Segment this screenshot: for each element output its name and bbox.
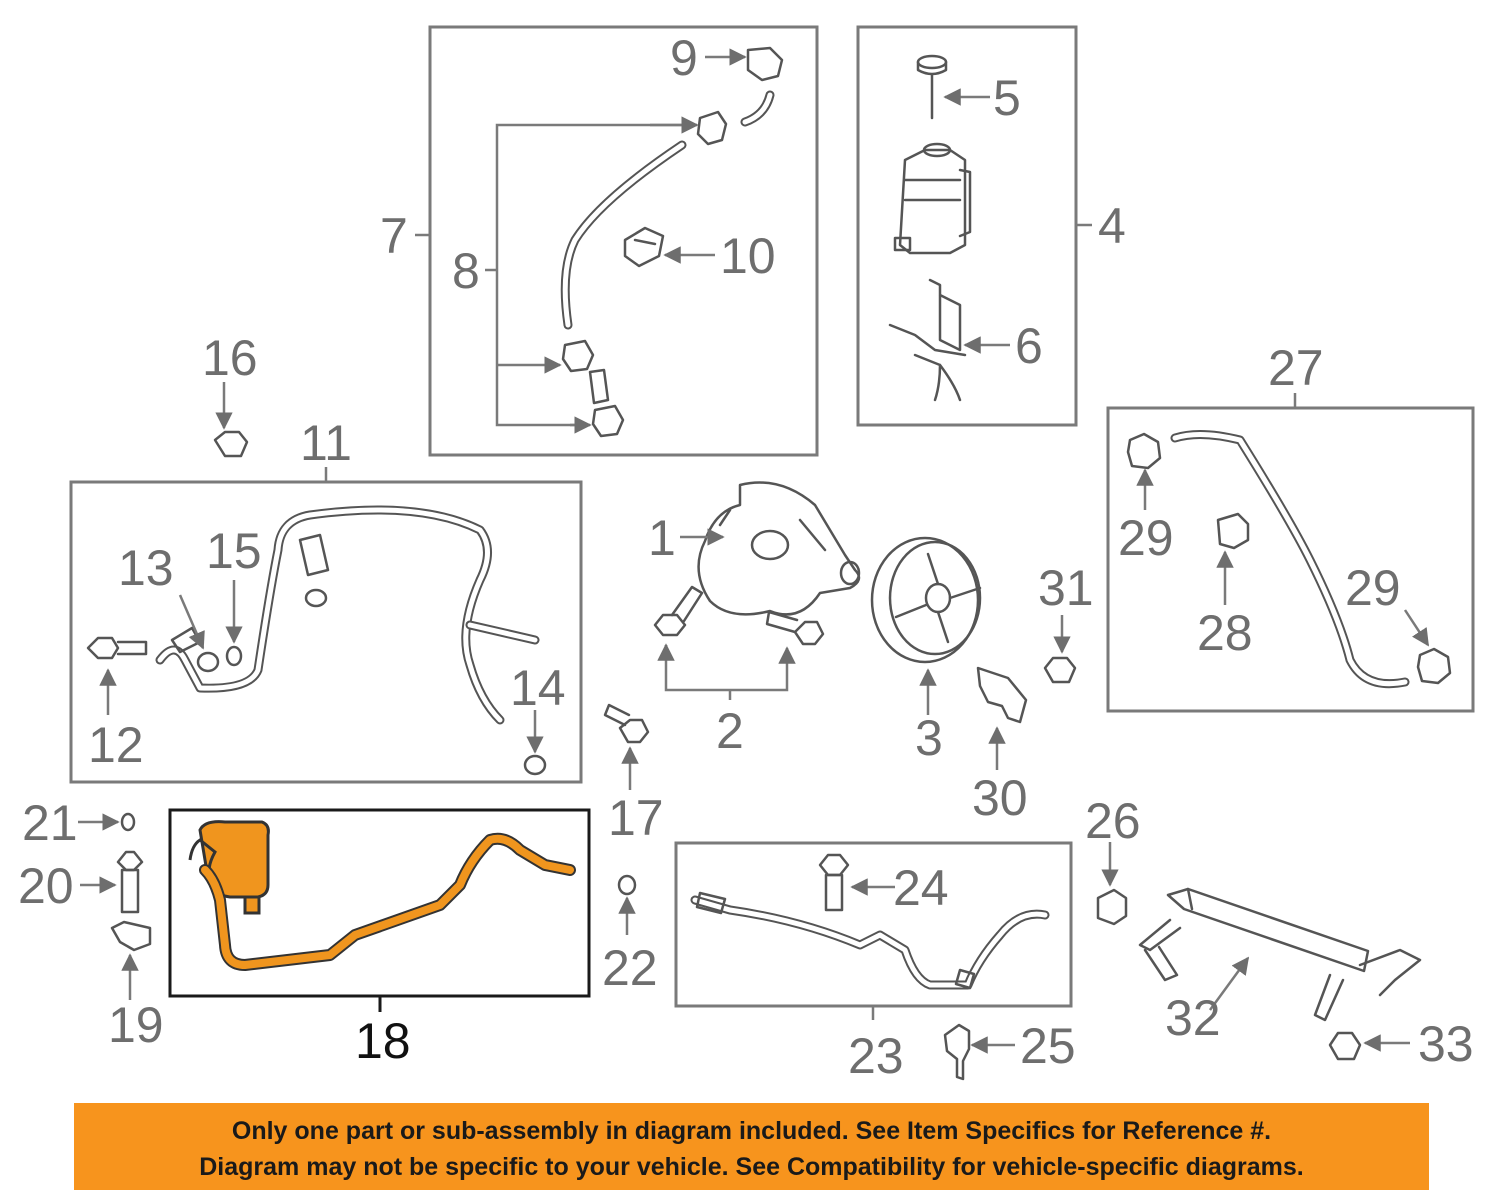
- callout-1: 1: [648, 510, 676, 566]
- callout-8: 8: [452, 243, 480, 299]
- hose-9-icon: [740, 46, 784, 127]
- callout-16: 16: [202, 330, 258, 386]
- callout-15: 15: [206, 523, 262, 579]
- group-27-box: [1106, 406, 1475, 713]
- bolt-17-icon: [603, 703, 650, 744]
- callout-26: 26: [1085, 793, 1141, 849]
- bolt-24-icon: [818, 853, 850, 912]
- pump-icon: [697, 481, 861, 616]
- callout-17: 17: [608, 790, 664, 846]
- callout-11: 11: [300, 415, 352, 471]
- callout-20: 20: [18, 858, 74, 914]
- disclaimer-line-1: Only one part or sub-assembly in diagram…: [231, 1117, 1272, 1145]
- bracket-10-icon: [623, 226, 665, 268]
- callout-12: 12: [88, 717, 144, 773]
- callout-3: 3: [915, 710, 943, 766]
- callout-33: 33: [1418, 1016, 1474, 1072]
- callout-2: 2: [716, 703, 744, 759]
- callout-13: 13: [118, 540, 174, 596]
- oring-22-icon: [617, 874, 637, 896]
- parts-diagram: 7 8 9 10 4 5: [18, 25, 1475, 1084]
- oring-14-icon: [523, 754, 547, 776]
- oring-13-icon: [196, 651, 220, 673]
- hose-23-icon: [690, 891, 1050, 990]
- clip-19-icon: [110, 920, 152, 952]
- callout-23: 23: [848, 1028, 904, 1084]
- callout-25: 25: [1020, 1018, 1076, 1074]
- callout-10: 10: [720, 228, 776, 284]
- callout-14: 14: [510, 660, 566, 716]
- callout-29b: 29: [1345, 560, 1401, 616]
- callout-29a: 29: [1118, 510, 1174, 566]
- hose-27-icon: [1170, 429, 1410, 689]
- callout-24: 24: [893, 860, 949, 916]
- callout-32: 32: [1165, 990, 1221, 1046]
- oring-21-icon: [120, 812, 136, 832]
- bolt-20-icon: [116, 850, 144, 914]
- callout-5: 5: [993, 70, 1021, 126]
- callout-27: 27: [1268, 340, 1324, 396]
- reservoir-icon: [893, 142, 972, 255]
- callout-4: 4: [1098, 198, 1126, 254]
- callout-28: 28: [1197, 605, 1253, 661]
- disclaimer-banner: Only one part or sub-assembly in diagram…: [74, 1103, 1429, 1190]
- clamp-29-icon: [1126, 432, 1162, 470]
- callout-21: 21: [22, 795, 78, 851]
- hose-18-highlighted-icon: [188, 820, 576, 971]
- callout-22: 22: [602, 940, 658, 996]
- disclaimer-line-2: Diagram may not be specific to your vehi…: [199, 1153, 1304, 1181]
- hose-8-icon: [560, 140, 687, 330]
- clip-28-icon: [1216, 512, 1250, 550]
- callout-18: 18: [355, 1013, 411, 1069]
- group-7-box: [428, 25, 819, 457]
- bolt-12-icon: [86, 636, 148, 660]
- bolt-2-icon: [653, 585, 825, 646]
- clip-26-icon: [1096, 888, 1128, 926]
- bracket-30-icon: [976, 666, 1028, 724]
- callout-19: 19: [108, 997, 164, 1053]
- callout-9: 9: [670, 30, 698, 86]
- callout-6: 6: [1015, 318, 1043, 374]
- callout-31: 31: [1038, 560, 1094, 616]
- hose-clamp-icon: [561, 110, 728, 438]
- callout-30: 30: [972, 770, 1028, 826]
- group-4-box: [856, 25, 1078, 427]
- clip-25-icon: [943, 1023, 971, 1081]
- callout-7: 7: [380, 208, 408, 264]
- nut-31-icon: [1043, 656, 1077, 684]
- bracket-6-icon: [888, 278, 967, 402]
- nut-16-icon: [213, 430, 249, 458]
- pulley-icon: [870, 536, 982, 664]
- cooler-32-icon: [1138, 887, 1422, 1022]
- hose-11-icon: [155, 505, 540, 725]
- nut-33-icon: [1328, 1031, 1362, 1061]
- oring-15-icon: [225, 645, 243, 667]
- cap-5-icon: [916, 54, 948, 120]
- clamp-29b-icon: [1416, 647, 1452, 685]
